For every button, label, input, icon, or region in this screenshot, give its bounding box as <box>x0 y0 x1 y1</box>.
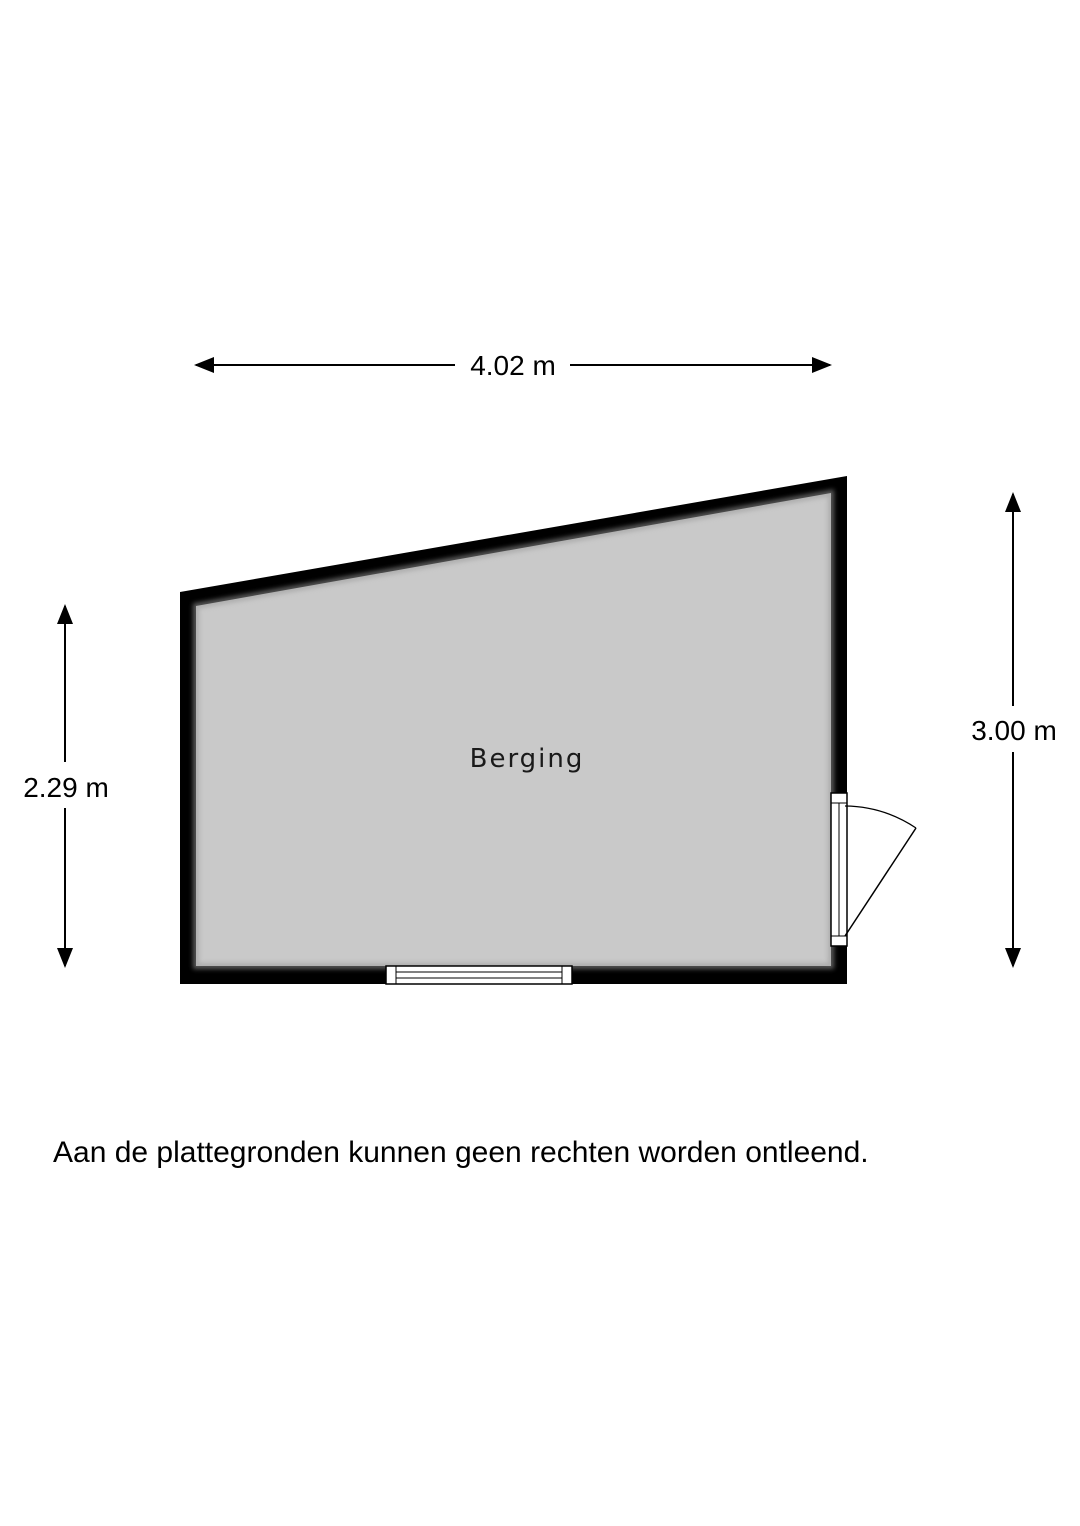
room-berging: Berging <box>180 476 917 985</box>
room-name-label: Berging <box>470 744 585 774</box>
window-bottom <box>385 965 573 985</box>
disclaimer-text: Aan de plattegronden kunnen geen rechten… <box>53 1136 869 1169</box>
dimension-height-right: 3.00 m <box>971 492 1057 968</box>
dimension-label-height-right: 3.00 m <box>971 715 1057 746</box>
dimension-label-width: 4.02 m <box>470 350 556 381</box>
dimension-height-left: 2.29 m <box>23 604 109 968</box>
room-floor <box>196 493 831 966</box>
door-right <box>830 792 917 947</box>
dimension-label-height-left: 2.29 m <box>23 772 109 803</box>
dimension-width-top: 4.02 m <box>194 350 832 381</box>
